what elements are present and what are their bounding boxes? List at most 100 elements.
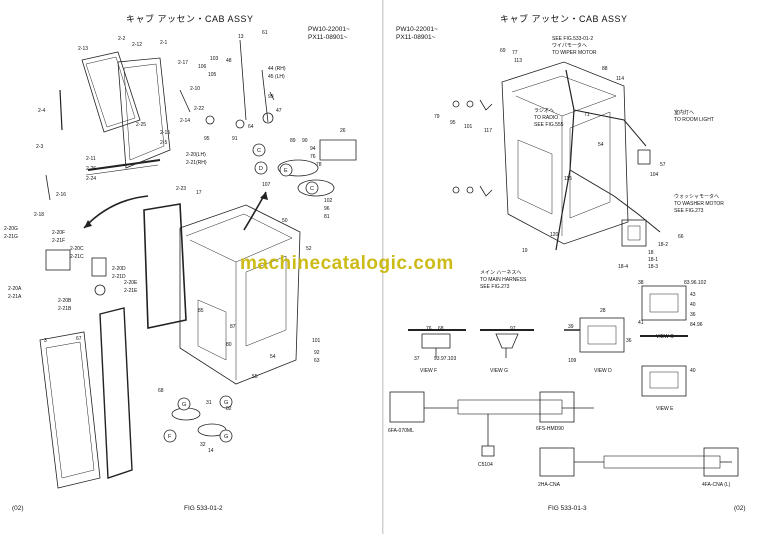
callout: 80	[226, 342, 232, 348]
callout: 79	[434, 114, 440, 120]
cab-harness-diagram: SEE FIG.533-01-2 ワイパモータへ TO WIPER MOTOR …	[388, 36, 739, 488]
callout: 81	[324, 214, 330, 220]
room-light	[637, 149, 651, 165]
callout: 2-20D	[112, 266, 126, 272]
right-serial-1: PW10-22001~	[396, 26, 438, 33]
callout: 63	[314, 358, 320, 364]
callout: 66	[678, 234, 684, 240]
callout: 47	[276, 108, 282, 114]
callout: 67	[76, 336, 82, 342]
view-marker-g-2: G	[224, 400, 228, 406]
left-page: キャブ アッセン・CAB ASSY PW10-22001~ PX11-08901…	[4, 14, 357, 512]
callout: 41	[638, 320, 644, 326]
callout: 2-16	[56, 192, 66, 198]
callout: 32	[200, 442, 206, 448]
callout: 71	[584, 112, 590, 118]
callout: 114	[616, 76, 624, 82]
note-main-en: TO MAIN HARNESS	[480, 277, 527, 283]
view-label-f: VIEW F	[420, 368, 437, 374]
callout: 52	[306, 246, 312, 252]
callout: 117	[484, 128, 492, 134]
callout: 89	[290, 138, 296, 144]
view-label-e: VIEW E	[656, 406, 674, 412]
callout: 43	[690, 292, 696, 298]
view-marker-f: F	[168, 434, 172, 440]
callout: 2-2	[118, 36, 125, 42]
callout: 82	[226, 406, 232, 412]
connector-label: 2HA-CNA	[538, 482, 561, 488]
view-marker-c-2: C	[310, 186, 314, 192]
note-main-jp: メイン ハーネスへ	[480, 270, 521, 276]
connector-label: 6FS-HMD90	[536, 426, 564, 432]
cab-shell	[501, 61, 629, 245]
callout: 87	[230, 324, 236, 330]
assembly-arrow-left	[83, 195, 149, 229]
callout: 113	[514, 58, 522, 64]
callout: 69	[500, 48, 506, 54]
callout: 2-11	[86, 156, 96, 162]
callout: 37	[414, 356, 420, 362]
callout: 13	[238, 34, 244, 40]
left-figure-number: FIG 533-01-2	[184, 505, 223, 512]
connector-d	[539, 447, 575, 477]
callout: 18-4	[618, 264, 628, 270]
view-marker-c: C	[257, 148, 261, 154]
callout: 2-20A	[8, 286, 22, 292]
cab-assy-exploded-diagram: C D E C G G F G 2-13 2-2 2-12 2-1 2-17 2…	[4, 30, 357, 489]
view-marker-d: D	[259, 166, 263, 172]
callout: 2-5	[160, 140, 167, 146]
connector-a	[389, 391, 425, 423]
callout: 2-21E	[124, 288, 138, 294]
right-page: キャブ アッセン・CAB ASSY PW10-22001~ PX11-08901…	[384, 0, 768, 534]
callout: 94	[310, 146, 316, 152]
callout: 76	[310, 154, 316, 160]
harness-main	[555, 69, 575, 251]
callout: 2-21D	[112, 274, 126, 280]
callout: 18-1	[648, 257, 658, 263]
callout: 2-25	[136, 122, 146, 128]
callout: 2-20F	[52, 230, 65, 236]
note-radio-jp: ラジオへ	[534, 108, 554, 114]
lock-plate	[45, 249, 71, 271]
callout: 88	[602, 66, 608, 72]
callout: 2-21C	[70, 254, 84, 260]
callout: 17	[196, 190, 202, 196]
callout: 115	[564, 176, 572, 182]
callout: 40	[690, 302, 696, 308]
callout: 18-3	[648, 264, 658, 270]
callout: 78	[316, 162, 322, 168]
callout: 120	[550, 232, 559, 238]
view-c-block	[641, 285, 687, 321]
right-serial-2: PX11-08901~	[396, 34, 436, 41]
callout: 107	[262, 182, 271, 188]
callout: 95	[204, 136, 210, 142]
callout: 40	[690, 368, 696, 374]
callout: 55	[252, 374, 258, 380]
callout: 97	[510, 326, 516, 332]
note-room-jp: 室内灯へ	[674, 109, 694, 116]
callout: 2-13	[78, 46, 88, 52]
part-callouts: 2-13 2-2 2-12 2-1 2-17 2-10 2-22 2-14 2-…	[4, 30, 346, 454]
note-washer-fig: SEE FIG.273	[674, 208, 704, 214]
callout: 28	[600, 308, 606, 314]
callout: 2-20(LH)	[186, 152, 206, 158]
callout: 57	[660, 162, 666, 168]
callout: 2-20C	[70, 246, 84, 252]
callout: 39	[568, 324, 574, 330]
harness-120	[603, 455, 721, 469]
note-room-en: TO ROOM LIGHT	[674, 117, 714, 123]
rear-window-glass	[81, 51, 141, 133]
callout: 3	[44, 338, 47, 344]
callout: 54	[270, 354, 276, 360]
callout: 2-24	[86, 176, 96, 182]
callout: 36	[626, 338, 632, 344]
callout: 102	[324, 198, 333, 204]
callout: 2-20B	[58, 298, 72, 304]
bracket-plate	[319, 139, 357, 161]
callout: 2-21F	[52, 238, 65, 244]
callout: 2-21B	[58, 306, 72, 312]
note-main-fig: SEE FIG.273	[480, 284, 510, 290]
connector-e	[703, 447, 739, 477]
callout: 77	[512, 50, 518, 56]
callout: 2-21A	[8, 294, 22, 300]
